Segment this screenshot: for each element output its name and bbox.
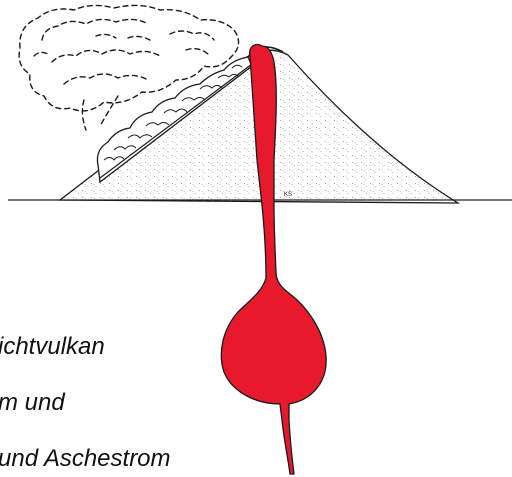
artist-initials: KS <box>284 192 292 198</box>
caption-line-1: ichtvulkan <box>0 333 105 360</box>
caption-line-2: m und <box>0 389 65 416</box>
caption-line-3: und Aschestrom <box>0 445 171 472</box>
